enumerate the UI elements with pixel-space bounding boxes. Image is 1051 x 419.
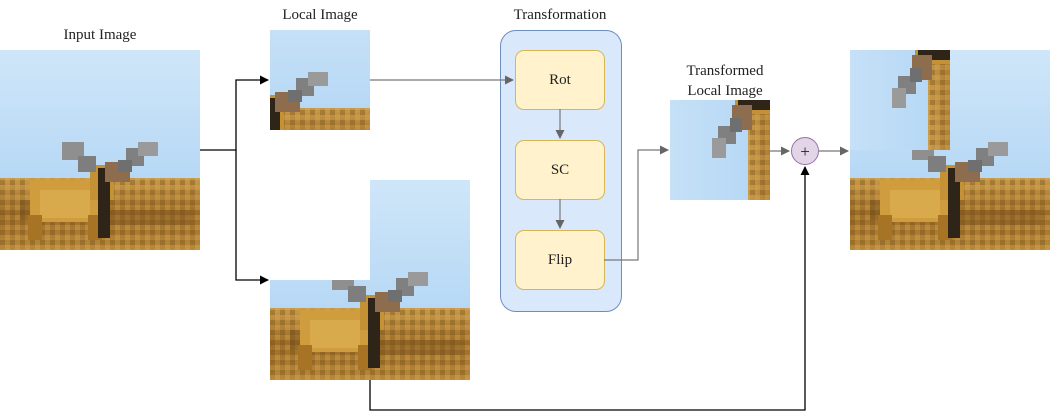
- transformed-label-line2: Local Image: [687, 83, 763, 99]
- rot-step: Rot: [515, 50, 605, 110]
- sum-node: +: [791, 137, 819, 165]
- flip-step: Flip: [515, 230, 605, 290]
- output-image: [850, 50, 1050, 250]
- local-image-label: Local Image: [282, 7, 358, 23]
- transformed-label-line1: Transformed: [686, 63, 764, 79]
- transformation-label: Transformation: [513, 7, 607, 23]
- input-image-label: Input Image: [63, 27, 137, 43]
- sc-step: SC: [515, 140, 605, 200]
- masked-image: [270, 180, 470, 380]
